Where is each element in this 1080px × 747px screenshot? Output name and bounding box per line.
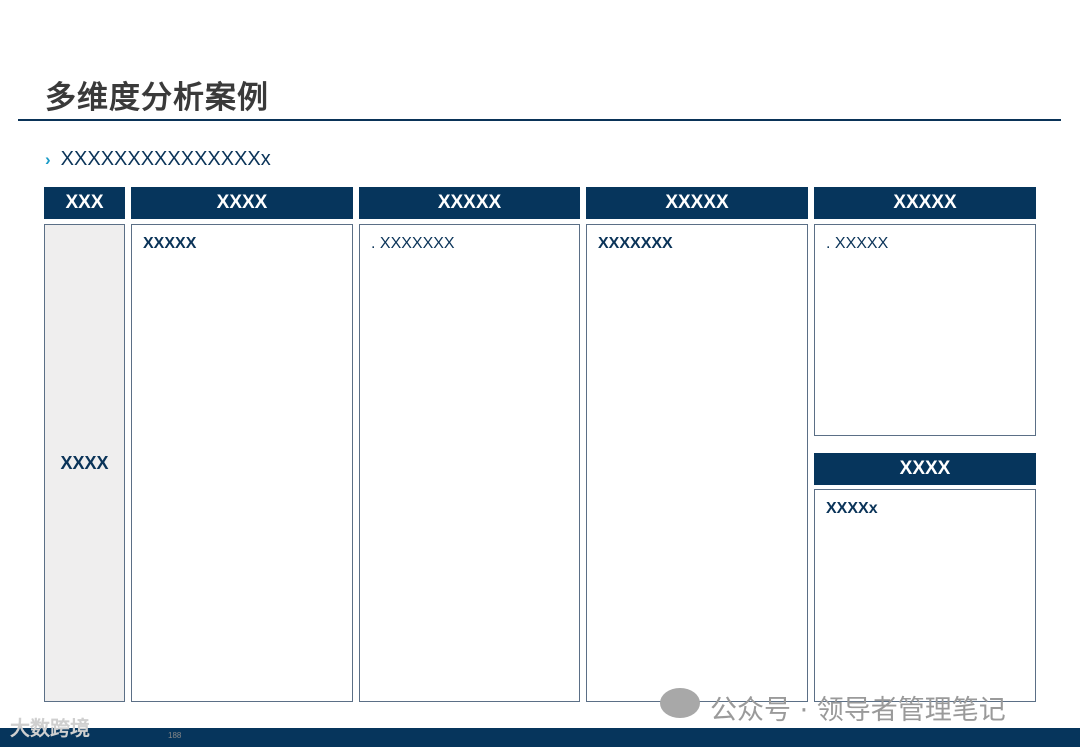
cell-col-3: . XXXXXXX — [359, 224, 580, 702]
page-title: 多维度分析案例 — [45, 80, 269, 116]
row-label: XXXX — [44, 224, 125, 702]
cell-col-2: XXXXX — [131, 224, 353, 702]
header-col-5: XXXXX — [814, 187, 1036, 219]
header-col-2: XXXX — [131, 187, 353, 219]
wechat-icon — [660, 688, 700, 718]
sub-header: XXXX — [814, 453, 1036, 485]
bullet-point: › XXXXXXXXXXXXXXXx — [45, 148, 271, 171]
watermark: 公众号 · 领导者管理笔记 — [710, 695, 1006, 726]
cell-col-4: XXXXXXX — [586, 224, 808, 702]
header-col-4: XXXXX — [586, 187, 808, 219]
header-col-3: XXXXX — [359, 187, 580, 219]
header-col-1: XXX — [44, 187, 125, 219]
chevron-right-icon: › — [45, 150, 51, 169]
bullet-text: XXXXXXXXXXXXXXXx — [60, 148, 271, 170]
cell-col-5: . XXXXX — [814, 224, 1036, 436]
logo: 大数跨境 — [10, 718, 90, 740]
footer-bar — [0, 728, 1080, 747]
page-number: 188 — [168, 731, 182, 740]
title-divider — [18, 119, 1061, 121]
sub-cell: XXXXx — [814, 489, 1036, 702]
